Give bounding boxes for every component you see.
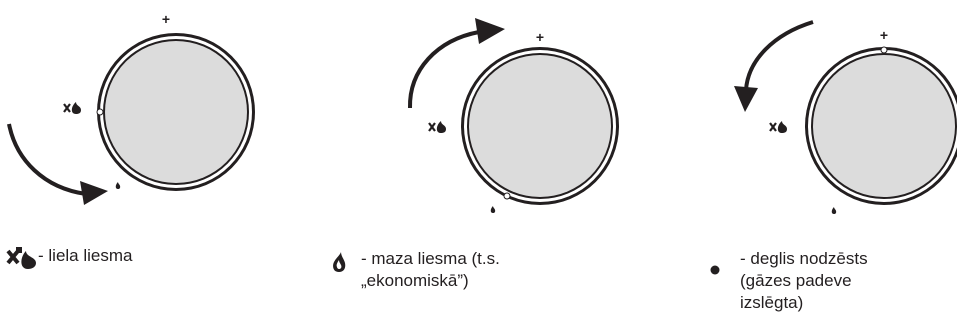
small-flame-mark-icon xyxy=(490,206,496,213)
rotation-arrow-icon xyxy=(7,123,87,196)
dial-knob xyxy=(469,55,611,197)
small-flame-mark-icon xyxy=(115,182,121,189)
panel-large-flame: + - liela liesma xyxy=(0,0,319,322)
dial-top-mark: + xyxy=(162,11,170,27)
dial-diagram: + xyxy=(734,20,957,214)
off-dot-icon xyxy=(710,262,720,280)
dial-knob xyxy=(813,55,955,197)
panel-burner-off: + - deglis nodzēsts (gāzes padeve izslēg… xyxy=(638,0,957,322)
small-flame-mark-icon xyxy=(831,207,837,214)
dial-diagram: + xyxy=(7,11,255,205)
dial-diagram: + xyxy=(407,18,619,213)
dial-top-mark: + xyxy=(536,29,544,45)
legend-small-flame-text: - maza liesma (t.s. „ekonomiskā”) xyxy=(361,249,500,290)
large-flame-symbol-icon xyxy=(769,121,787,133)
large-flame-icon xyxy=(6,245,38,276)
legend-burner-off-text: - deglis nodzēsts (gāzes padeve izslēgta… xyxy=(740,249,868,312)
legend-large-flame-text: - liela liesma xyxy=(38,246,133,265)
rotation-arrow-icon xyxy=(744,20,814,91)
rotation-arrow-icon xyxy=(407,30,480,109)
panel-small-flame: + - maza liesma (t.s. „ekonomiskā”) xyxy=(319,0,638,322)
large-flame-symbol-icon xyxy=(428,121,446,133)
large-flame-symbol-icon xyxy=(63,102,81,114)
dial-top-mark: + xyxy=(880,27,888,43)
small-flame-icon xyxy=(331,251,347,278)
dial-knob xyxy=(105,41,247,183)
